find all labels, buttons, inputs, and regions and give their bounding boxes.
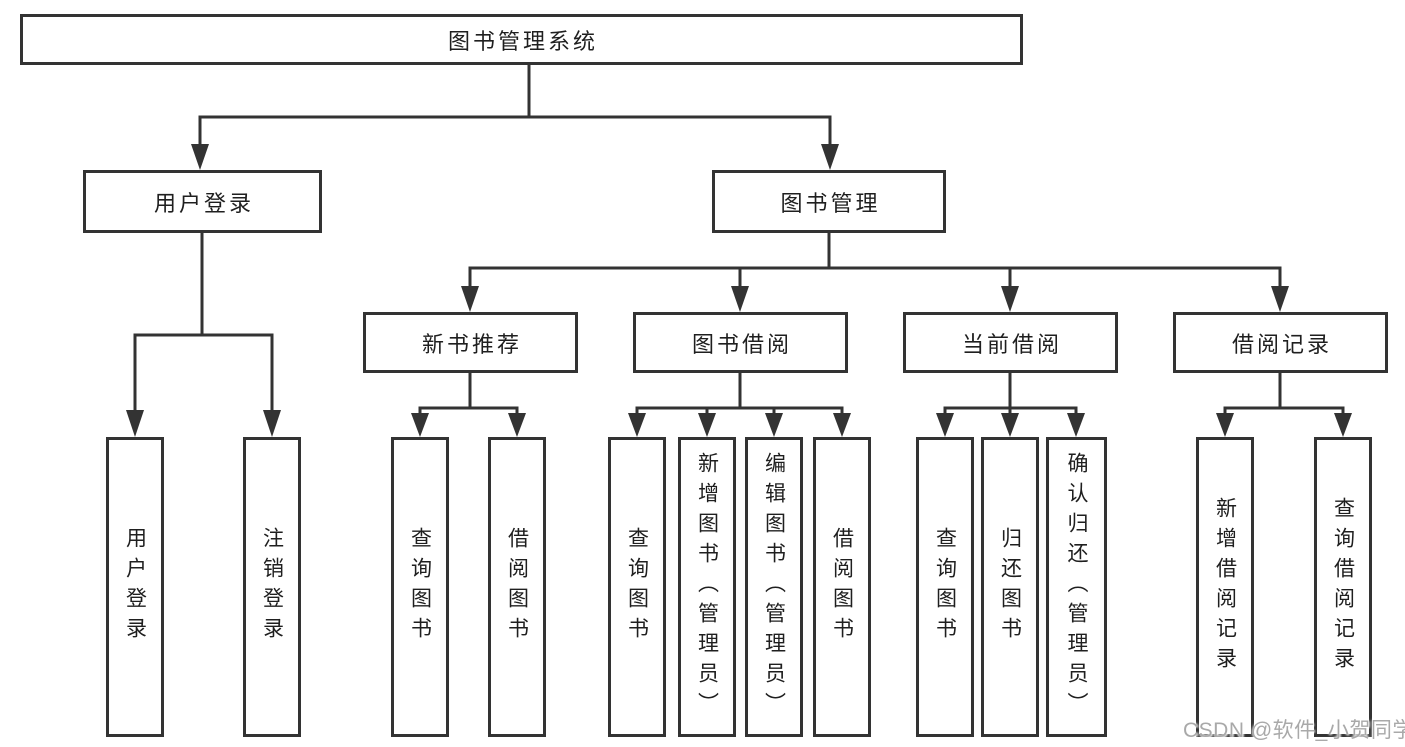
connector-borrow-records-to-leaves [1216, 373, 1352, 437]
watermark-csdn: CSDN @软件_小贺同学 [1183, 719, 1405, 742]
leaf-add-borrow-record-label: 新增借阅记录 [1213, 497, 1237, 677]
leaf-user-login: 用户登录 [106, 437, 164, 737]
leaf-edit-book-admin: 编辑图书（管理员） [745, 437, 803, 737]
leaf-query-books-borrow-label: 查询图书 [625, 527, 649, 647]
leaf-query-borrow-record-label: 查询借阅记录 [1331, 497, 1355, 677]
node-book-borrow-label: 图书借阅 [691, 331, 792, 357]
leaf-query-books-recommend-label: 查询图书 [408, 527, 432, 647]
leaf-add-book-admin-label: 新增图书（管理员） [695, 452, 719, 722]
leaf-query-borrow-record: 查询借阅记录 [1314, 437, 1372, 737]
leaf-add-borrow-record: 新增借阅记录 [1196, 437, 1254, 737]
leaf-logout-label: 注销登录 [260, 527, 284, 647]
node-new-book-recommend: 新书推荐 [363, 312, 578, 373]
connector-root-to-branches [191, 63, 839, 170]
connector-new-book-recommend-to-leaves [411, 373, 526, 437]
leaf-return-books: 归还图书 [981, 437, 1039, 737]
leaf-borrow-books: 借阅图书 [813, 437, 871, 737]
leaf-query-books-current: 查询图书 [916, 437, 974, 737]
leaf-user-login-label: 用户登录 [123, 527, 147, 647]
leaf-query-books-current-label: 查询图书 [933, 527, 957, 647]
node-borrow-records-label: 借阅记录 [1231, 331, 1332, 357]
leaf-edit-book-admin-label: 编辑图书（管理员） [762, 452, 786, 722]
leaf-logout: 注销登录 [243, 437, 301, 737]
leaf-query-books-borrow: 查询图书 [608, 437, 666, 737]
node-library-management-system-label: 图书管理系统 [447, 28, 598, 54]
leaf-confirm-return-admin-label: 确认归还（管理员） [1065, 452, 1088, 722]
node-book-borrow: 图书借阅 [633, 312, 848, 373]
node-user-login: 用户登录 [83, 170, 322, 233]
leaf-borrow-books-recommend: 借阅图书 [488, 437, 546, 737]
node-current-borrow-label: 当前借阅 [961, 331, 1062, 357]
connector-book-management-to-modules [461, 233, 1289, 312]
leaf-confirm-return-admin: 确认归还（管理员） [1046, 437, 1107, 737]
node-book-management: 图书管理 [712, 170, 946, 233]
node-borrow-records: 借阅记录 [1173, 312, 1388, 373]
leaf-borrow-books-label: 借阅图书 [830, 527, 854, 647]
node-library-management-system: 图书管理系统 [20, 14, 1023, 65]
node-current-borrow: 当前借阅 [903, 312, 1118, 373]
leaf-add-book-admin: 新增图书（管理员） [678, 437, 736, 737]
leaf-return-books-label: 归还图书 [998, 527, 1022, 647]
node-book-management-label: 图书管理 [780, 190, 881, 216]
node-user-login-label: 用户登录 [153, 190, 254, 216]
leaf-borrow-books-recommend-label: 借阅图书 [505, 527, 529, 647]
connector-user-login-to-leaves [126, 233, 281, 437]
connector-book-borrow-to-leaves [628, 373, 851, 437]
leaf-query-books-recommend: 查询图书 [391, 437, 449, 737]
connector-current-borrow-to-leaves [936, 373, 1085, 437]
node-new-book-recommend-label: 新书推荐 [421, 331, 522, 357]
